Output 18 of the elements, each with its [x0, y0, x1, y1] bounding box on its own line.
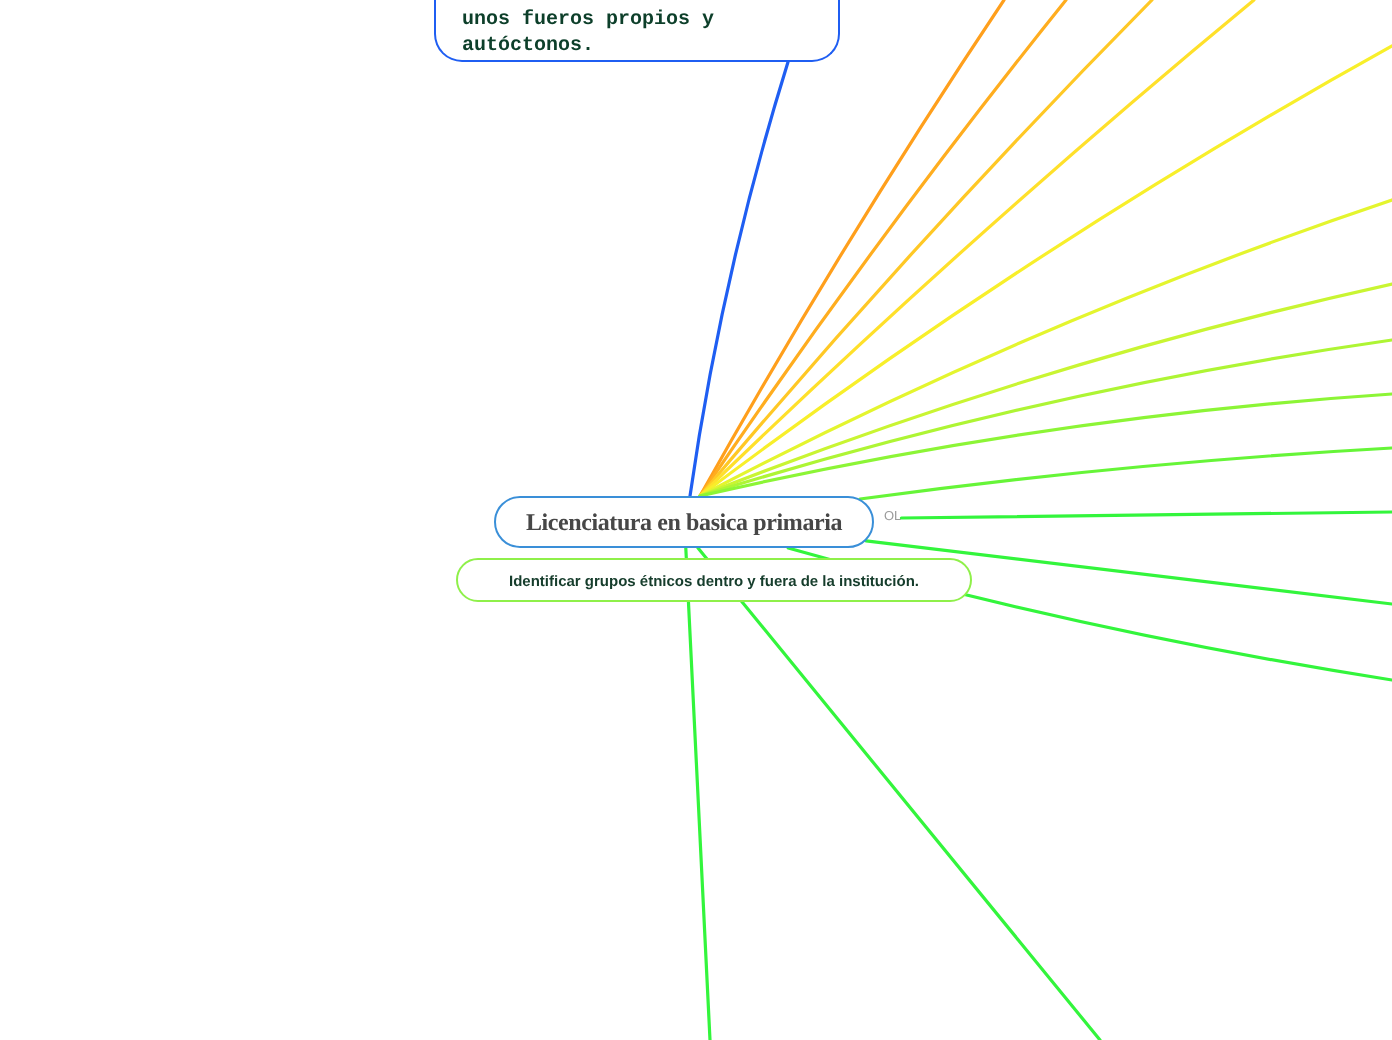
- topic-text: unos fueros propios y autóctonos.: [462, 8, 717, 60]
- connector-line: [698, 44, 1392, 498]
- connector-line: [684, 546, 712, 1040]
- central-topic-text: Licenciatura en basica primaria: [525, 508, 843, 536]
- connector-line: [698, 198, 1392, 498]
- connector-line: [698, 282, 1392, 498]
- connector-line: [698, 338, 1392, 498]
- connector-line: [698, 392, 1392, 498]
- connector-line: [858, 446, 1392, 501]
- central-topic: [494, 496, 874, 548]
- subtopic-box: [456, 558, 972, 602]
- connector-line: [899, 510, 1392, 520]
- topic-box: [434, 0, 840, 62]
- connector-line: [698, 0, 1068, 498]
- connector-line: [696, 546, 1102, 1040]
- connector-line: [688, 60, 790, 498]
- connector-line: [698, 0, 1256, 498]
- connector-line: [864, 539, 1392, 606]
